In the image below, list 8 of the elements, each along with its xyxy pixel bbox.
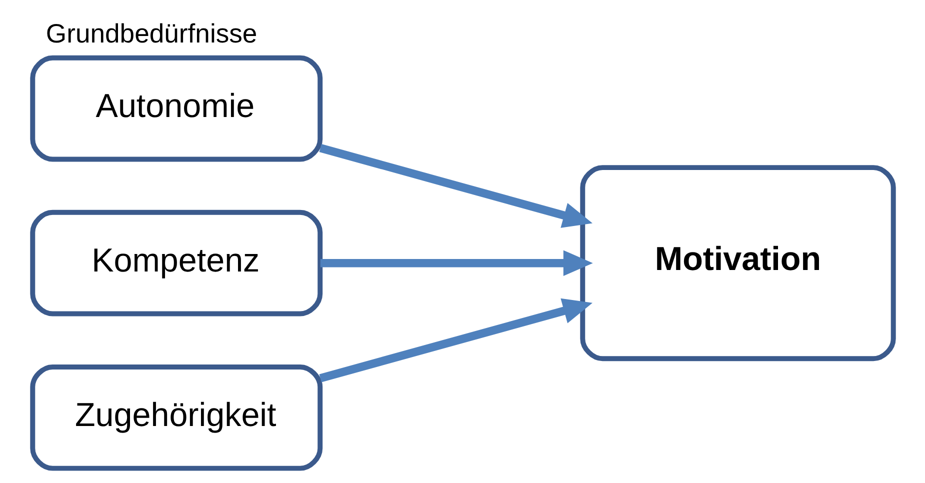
arrow	[320, 250, 592, 276]
node-box: Zugehörigkeit	[30, 364, 322, 471]
arrow	[318, 298, 592, 382]
node-box: Kompetenz	[30, 210, 322, 316]
node-box: Motivation	[580, 165, 896, 362]
arrow	[318, 144, 592, 228]
node-box: Autonomie	[30, 55, 322, 162]
diagram-title: Grundbedürfnisse	[45, 18, 257, 49]
